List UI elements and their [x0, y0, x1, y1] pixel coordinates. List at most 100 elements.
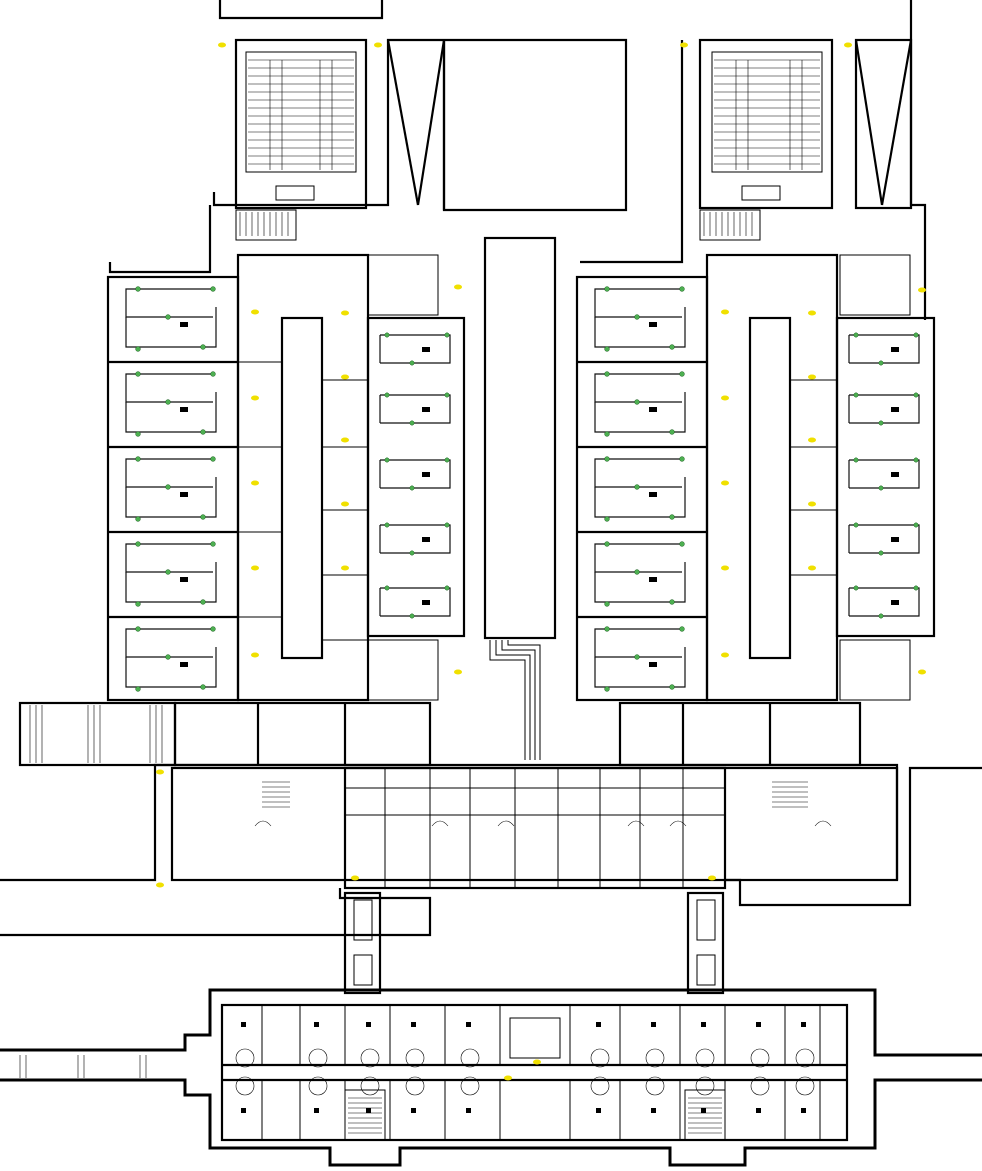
- wiring-run: [594, 288, 682, 318]
- light-fixture: [374, 42, 382, 48]
- room-tag: [180, 492, 188, 497]
- wiring-run: [380, 334, 451, 364]
- door-swing: [497, 820, 515, 827]
- outlet: [200, 684, 206, 690]
- wiring-run: [594, 373, 682, 403]
- stair-block-left: [234, 38, 446, 241]
- door-swing: [431, 820, 449, 827]
- room-tag: [422, 347, 430, 352]
- light-fixture: [504, 1075, 512, 1081]
- room-wiring-layer: [125, 59, 920, 1134]
- wiring-run: [594, 562, 686, 603]
- wiring-run: [594, 458, 682, 488]
- room-tag: [891, 407, 899, 412]
- outlet: [135, 516, 141, 522]
- door-swing: [645, 1048, 665, 1068]
- wiring-run: [380, 459, 451, 489]
- outlet: [878, 613, 884, 619]
- light-fixture: [844, 42, 852, 48]
- room-tag: [756, 1108, 761, 1113]
- outlet: [913, 457, 919, 463]
- room-tag: [241, 1022, 246, 1027]
- door-swing: [695, 1048, 715, 1068]
- light-fixture: [351, 875, 359, 881]
- outlet: [853, 522, 859, 528]
- light-fixture: [341, 565, 349, 571]
- outlet: [604, 626, 610, 632]
- wiring-run: [849, 459, 920, 489]
- outlet: [135, 601, 141, 607]
- outlet: [604, 371, 610, 377]
- outlet: [200, 599, 206, 605]
- outlet: [444, 585, 450, 591]
- wiring-run: [594, 647, 686, 688]
- door-swing: [814, 820, 832, 827]
- outlet: [200, 344, 206, 350]
- light-fixture: [808, 310, 816, 316]
- light-fixture: [454, 284, 462, 290]
- room-tag: [411, 1022, 416, 1027]
- light-fixture: [721, 565, 729, 571]
- outlet: [210, 371, 216, 377]
- outlet: [679, 456, 685, 462]
- room-tag: [422, 472, 430, 477]
- outlet: [878, 360, 884, 366]
- stair-block-right: [580, 38, 913, 264]
- wiring-run: [380, 524, 451, 554]
- wiring-run: [125, 647, 217, 688]
- outlet: [444, 522, 450, 528]
- door-swing: [235, 1048, 255, 1068]
- room-tag: [651, 1022, 656, 1027]
- light-fixture: [918, 669, 926, 675]
- outlet: [409, 420, 415, 426]
- room-tag: [180, 407, 188, 412]
- light-fixture: [533, 1059, 541, 1065]
- outlet: [135, 626, 141, 632]
- door-swing: [669, 820, 687, 827]
- light-fixture: [721, 395, 729, 401]
- light-fixture: [454, 669, 462, 675]
- door-swing: [627, 820, 645, 827]
- outlet: [679, 626, 685, 632]
- outlet: [679, 286, 685, 292]
- room-tag: [180, 322, 188, 327]
- wiring-run: [125, 477, 217, 518]
- light-fixture: [808, 565, 816, 571]
- room-tag: [314, 1108, 319, 1113]
- middle-building: [0, 763, 982, 937]
- wing-left: [106, 253, 466, 702]
- room-tag: [649, 322, 657, 327]
- room-tag: [891, 472, 899, 477]
- outlet: [200, 429, 206, 435]
- outlet: [669, 514, 675, 520]
- bridge-corridors: [343, 891, 725, 995]
- outlet: [135, 431, 141, 437]
- wiring-run: [849, 394, 920, 424]
- outlet: [913, 332, 919, 338]
- outlet: [210, 626, 216, 632]
- wiring-run: [380, 394, 451, 424]
- room-tag: [649, 662, 657, 667]
- room-tag: [422, 537, 430, 542]
- connector-row: [173, 701, 862, 767]
- light-fixture: [808, 374, 816, 380]
- outlet: [384, 332, 390, 338]
- door-swing: [308, 1048, 328, 1068]
- room-tag: [411, 1108, 416, 1113]
- outlet: [634, 484, 640, 490]
- light-fixture: [251, 309, 259, 315]
- outlet: [135, 286, 141, 292]
- room-tag: [466, 1108, 471, 1113]
- room-tag: [596, 1022, 601, 1027]
- door-swing: [590, 1048, 610, 1068]
- outlet: [634, 314, 640, 320]
- light-fixture: [721, 480, 729, 486]
- wiring-run: [380, 587, 451, 617]
- room-tag: [241, 1108, 246, 1113]
- outlet: [878, 485, 884, 491]
- outlet: [604, 286, 610, 292]
- room-tag: [649, 492, 657, 497]
- door-swing: [795, 1076, 815, 1096]
- outlet: [409, 360, 415, 366]
